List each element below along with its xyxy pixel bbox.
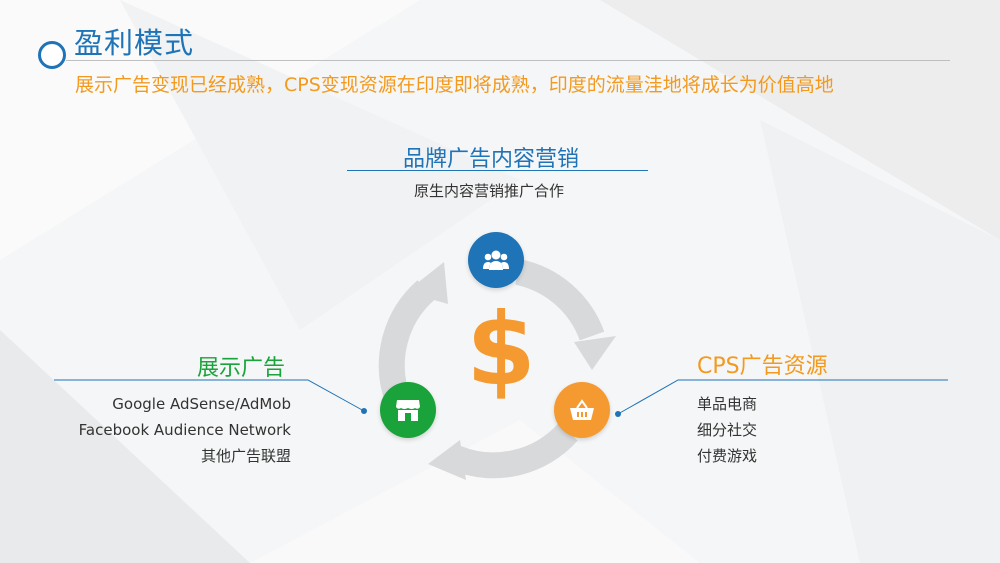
title-divider	[66, 60, 950, 61]
cps-item: 细分社交	[697, 421, 758, 439]
cps-item: 单品电商	[697, 395, 758, 413]
display-ads-leader-line	[54, 379, 367, 414]
dollar-icon: $	[466, 291, 536, 408]
cps-circle	[554, 382, 610, 438]
shopping-basket-icon	[570, 399, 594, 420]
brand-section-title: 品牌广告内容营销	[403, 147, 580, 172]
page-subtitle: 展示广告变现已经成熟，CPS变现资源在印度即将成熟，印度的流量洼地将成长为价值高…	[75, 74, 834, 96]
storefront-icon	[396, 400, 420, 421]
display-ads-item: Google AdSense/AdMob	[112, 395, 291, 413]
cps-item: 付费游戏	[697, 447, 758, 465]
brand-section-line	[347, 170, 648, 171]
users-icon	[483, 250, 509, 270]
display-ads-item: 其他广告联盟	[200, 447, 291, 465]
display-ads-circle	[380, 382, 436, 438]
page-title: 盈利模式	[74, 26, 195, 60]
cps-title: CPS广告资源	[697, 354, 828, 379]
title-ring-icon	[38, 41, 66, 69]
brand-circle	[468, 232, 524, 288]
brand-section-desc: 原生内容营销推广合作	[414, 182, 565, 200]
cps-leader-line	[615, 379, 948, 417]
display-ads-title: 展示广告	[197, 356, 286, 381]
display-ads-item: Facebook Audience Network	[78, 421, 291, 439]
